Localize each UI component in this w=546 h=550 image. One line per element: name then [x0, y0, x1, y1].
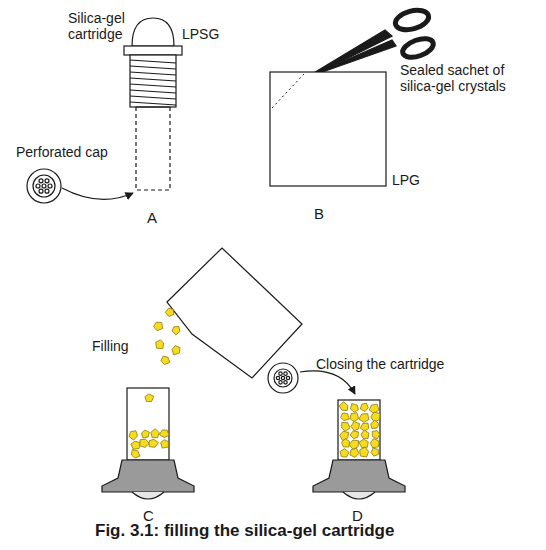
silica-gel-crystal — [339, 402, 348, 411]
cartridge-a — [124, 18, 182, 190]
silica-gel-crystal — [360, 403, 368, 412]
silica-gel-crystal — [156, 340, 164, 349]
thread — [130, 72, 176, 75]
silica-gel-crystal — [342, 423, 350, 432]
silica-gel-crystal — [351, 422, 360, 431]
silica-gel-crystal — [359, 414, 369, 423]
silica-gel-crystal — [350, 404, 358, 413]
step-letter: B — [314, 206, 324, 222]
silica-gel-crystal — [372, 431, 380, 439]
silica-gel-crystal — [131, 441, 140, 449]
silica-gel-crystal — [142, 430, 150, 438]
silica-gel-crystal — [129, 431, 138, 440]
thread — [130, 96, 176, 99]
arrow — [62, 188, 133, 199]
silica-gel-crystal — [161, 356, 170, 364]
cut-line — [272, 74, 304, 108]
silica-gel-crystal — [349, 440, 358, 449]
silica-gel-crystal — [172, 346, 180, 355]
silica-gel-crystal — [154, 322, 163, 331]
thread — [130, 66, 176, 69]
thread — [130, 84, 176, 87]
step-letter: C — [143, 508, 154, 524]
perforated-cap — [268, 363, 298, 393]
silica-gel-crystal — [131, 450, 140, 459]
silica-gel-crystal — [359, 439, 368, 447]
silica-gel-crystal — [360, 447, 369, 457]
silica-gel-crystal — [140, 439, 150, 447]
silica-gel-crystal — [161, 440, 169, 448]
step-letter: D — [352, 508, 363, 524]
figure-caption: Fig. 3.1: filling the silica-gel cartrid… — [95, 523, 394, 539]
cartridge-d — [313, 400, 405, 499]
silica-gel-crystal — [149, 439, 158, 447]
part-label: Perforated cap — [16, 144, 108, 160]
silica-gel-crystal — [151, 429, 159, 438]
silica-gel-crystal — [342, 439, 350, 447]
sachet — [270, 72, 386, 186]
silica-gel-crystal — [159, 430, 169, 438]
silica-gel-crystal — [341, 413, 350, 421]
silica-gel-crystal — [371, 448, 378, 456]
part-label: Filling — [92, 338, 129, 354]
thread — [130, 102, 176, 105]
thread — [130, 60, 176, 63]
part-label: Silica-gel cartridge — [68, 10, 140, 42]
part-label: LPSG — [182, 26, 219, 42]
silica-gel-crystal — [361, 430, 369, 439]
silica-gel-crystal — [165, 308, 174, 316]
silica-gel-crystal — [370, 439, 379, 448]
silica-gel-crystal — [340, 449, 349, 457]
part-label: Sealed sachet of silica-gel crystals — [400, 62, 540, 94]
silica-gel-crystal — [172, 326, 180, 335]
silica-gel-crystal — [350, 413, 359, 422]
perforated-cap — [27, 169, 61, 203]
cartridge-c — [102, 388, 194, 499]
thread — [130, 90, 176, 93]
part-label: Closing the cartridge — [316, 356, 486, 372]
silica-gel-crystal — [371, 420, 379, 428]
silica-gel-crystal — [145, 394, 154, 402]
silica-gel-crystal — [340, 431, 349, 440]
sachet-tilted — [167, 248, 302, 378]
part-label: LPG — [392, 172, 420, 188]
silica-gel-crystal — [350, 431, 358, 439]
thread — [130, 78, 176, 81]
step-letter: A — [147, 210, 157, 226]
silica-gel-crystal — [350, 448, 359, 457]
arrow — [300, 371, 355, 394]
